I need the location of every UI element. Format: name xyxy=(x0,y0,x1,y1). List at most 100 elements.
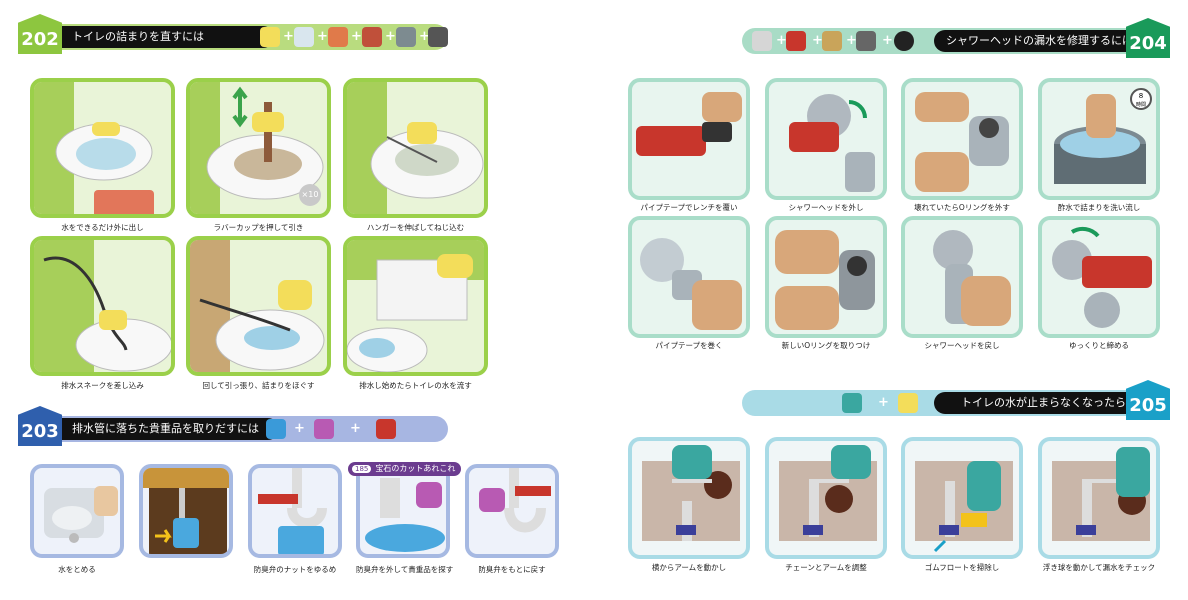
hanger-illustration xyxy=(347,82,484,214)
step-panel xyxy=(765,437,887,559)
step-caption: 水をとめる xyxy=(58,565,96,574)
step-panel xyxy=(628,216,750,338)
reference-number: 185 xyxy=(352,465,372,473)
step-caption: シャワーヘッドを戻し xyxy=(924,341,1000,350)
plus-icon: + xyxy=(385,29,396,44)
step-caption: ハンガーを伸ばしてねじ込む xyxy=(366,223,465,232)
plus-icon: + xyxy=(294,421,305,436)
glove-icon xyxy=(260,27,280,47)
step-caption: ゆっくりと締める xyxy=(1069,341,1129,350)
section-title: トイレの詰まりを直すには xyxy=(60,26,274,48)
plus-icon: + xyxy=(419,29,430,44)
replace-trap-illustration xyxy=(479,468,551,533)
bucket-icon xyxy=(328,27,348,47)
hanger-icon xyxy=(396,27,416,47)
step-panel xyxy=(901,78,1023,200)
section-number-badge: 204 xyxy=(1126,18,1170,58)
step-caption: 横からアームを動かし xyxy=(651,563,727,572)
step-panel xyxy=(186,236,331,376)
duration-unit: 時間 xyxy=(1135,102,1146,108)
repeat-count-badge: ×10 xyxy=(299,184,321,206)
search-trap-illustration xyxy=(365,478,445,552)
plus-icon: + xyxy=(878,395,889,410)
step-caption: 酢水で詰まりを洗い流し xyxy=(1057,203,1141,212)
remove-oring-illustration xyxy=(915,92,1009,192)
step-panel xyxy=(343,236,488,376)
plunger-icon xyxy=(362,27,382,47)
step-panel xyxy=(765,78,887,200)
step-caption: 新しいOリングを取りつけ xyxy=(781,341,871,350)
clean-flapper-illustration xyxy=(915,461,1013,553)
wrap-tape-illustration xyxy=(640,238,742,330)
sponge-icon xyxy=(898,393,918,413)
section-202-header: トイレの詰まりを直すには + + + + + xyxy=(18,22,448,52)
step-panel xyxy=(343,78,488,218)
step-panel xyxy=(765,216,887,338)
bucket-icon xyxy=(266,419,286,439)
step-panel xyxy=(139,464,233,558)
snake-icon xyxy=(428,27,448,47)
duration-badge: 8 時間 xyxy=(1130,88,1152,110)
section-title: 排水管に落ちた貴重品を取りだすには xyxy=(60,418,279,440)
plus-icon: + xyxy=(776,33,787,48)
glove-icon xyxy=(314,419,334,439)
step-caption: 防臭弁をもとに戻す xyxy=(478,565,546,574)
plus-icon: + xyxy=(812,33,823,48)
sink-faucet-illustration xyxy=(44,486,118,543)
section-number-badge: 205 xyxy=(1126,380,1170,420)
section-number-badge: 202 xyxy=(18,14,62,54)
step-panel xyxy=(1038,437,1160,559)
vinegar-soak-illustration xyxy=(1054,94,1146,184)
rotate-snake-illustration xyxy=(190,240,325,372)
install-oring-illustration xyxy=(775,230,875,330)
under-sink-illustration xyxy=(143,468,229,554)
o-ring-icon xyxy=(894,31,914,51)
step-panel xyxy=(628,78,750,200)
step-caption: チェーンとアームを調整 xyxy=(785,563,867,572)
section-title: シャワーヘッドの漏水を修理するには xyxy=(934,30,1138,52)
step-panel: ×10 xyxy=(186,78,331,218)
section-number-badge: 203 xyxy=(18,406,62,446)
cup-icon xyxy=(294,27,314,47)
step-caption: ゴムフロートを掃除し xyxy=(924,563,1000,572)
loosen-nut-illustration xyxy=(258,468,327,554)
plus-icon: + xyxy=(350,421,361,436)
brush-icon xyxy=(822,31,842,51)
plus-icon: + xyxy=(283,29,294,44)
section-205-header: + トイレの水が止まらなくなったら xyxy=(742,388,1142,418)
plus-icon: + xyxy=(317,29,328,44)
tape-icon xyxy=(752,31,772,51)
pan-icon xyxy=(856,31,876,51)
plus-icon: + xyxy=(846,33,857,48)
plunger-illustration xyxy=(190,82,324,214)
float-check-illustration xyxy=(1052,447,1150,541)
step-caption: 壊れていたらOリングを外す xyxy=(914,203,1010,212)
step-panel xyxy=(30,464,124,558)
step-panel xyxy=(901,437,1023,559)
remove-showerhead-illustration xyxy=(789,94,875,192)
reattach-showerhead-illustration xyxy=(933,230,1011,326)
plus-icon: + xyxy=(882,33,893,48)
step-caption: 排水スネークを差し込み xyxy=(61,381,144,390)
section-203-header: 排水管に落ちた貴重品を取りだすには + + xyxy=(18,414,448,444)
duration-hours: 8 xyxy=(1138,92,1144,100)
step-caption: パイプテープでレンチを覆い xyxy=(640,203,738,212)
snake-illustration xyxy=(34,240,171,372)
step-panel xyxy=(30,236,175,376)
reference-text: 宝石のカットあれこれ xyxy=(375,464,456,473)
chain-adjust-illustration xyxy=(779,445,877,541)
step-caption: 水をできるだけ外に出し xyxy=(61,223,144,232)
step-caption: 浮き球を動かして漏水をチェック xyxy=(1042,563,1156,572)
step-panel xyxy=(628,437,750,559)
step-caption: 防臭弁を外して貴重品を探す xyxy=(356,565,454,574)
step-panel xyxy=(30,78,175,218)
step-panel xyxy=(356,464,450,558)
section-204-header: + + + + シャワーヘッドの漏水を修理するには xyxy=(742,26,1142,56)
plus-icon: + xyxy=(351,29,362,44)
step-panel: 8 時間 xyxy=(1038,78,1160,200)
step-panel xyxy=(901,216,1023,338)
tighten-illustration xyxy=(1052,226,1152,328)
wrap-wrench-illustration xyxy=(636,92,742,156)
step-caption: シャワーヘッドを外し xyxy=(788,203,864,212)
